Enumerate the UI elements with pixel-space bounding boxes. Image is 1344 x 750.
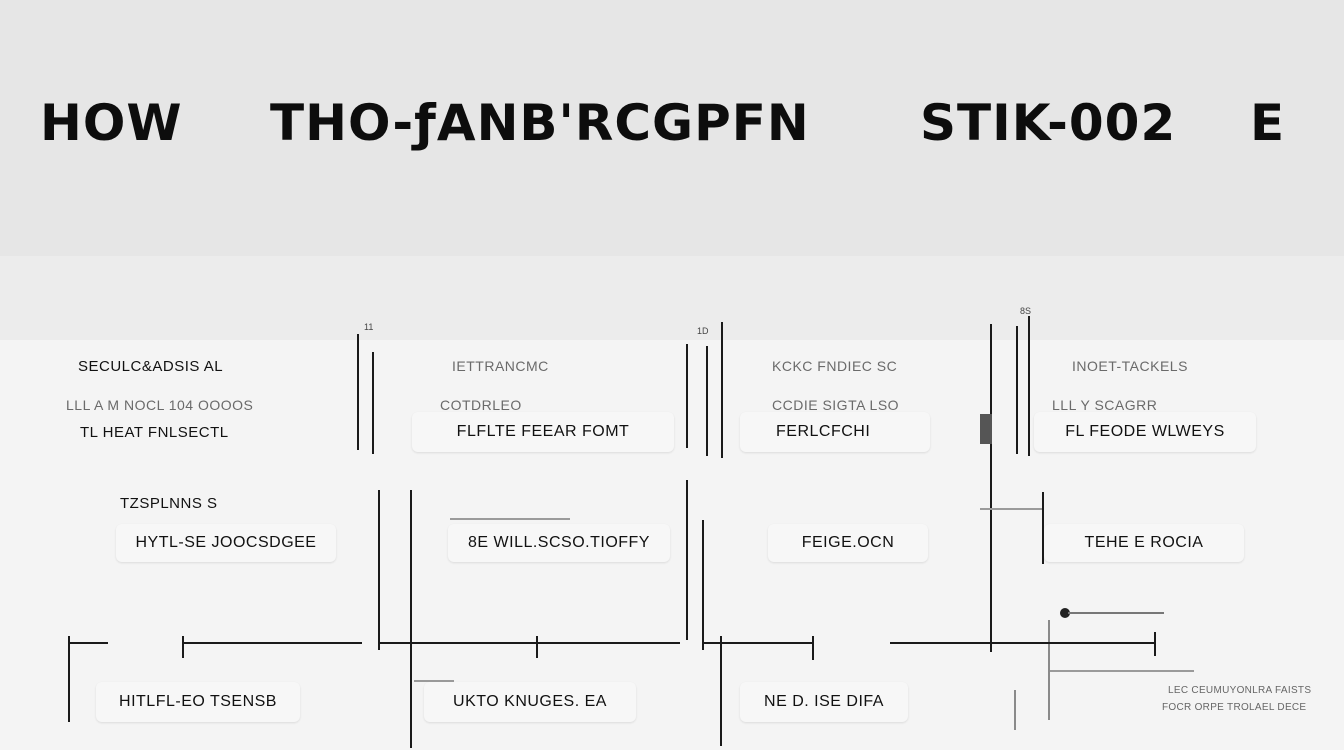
connector-line [686,480,688,640]
row-2-card-4-label: TEHE E ROCIA [1084,534,1204,551]
connector-line [1042,492,1044,564]
connector-line [380,642,680,644]
title-part-4: E [1250,94,1286,152]
row-2-card-2-label: 8E WILL.SCSO.TIOFFY [468,534,650,551]
page-title: HOW THO-ƒANB'RCGPFN STIK-002 E [40,88,1320,158]
row-2-card-1-label: HYTL-SE JOOCSDGEE [135,534,317,551]
title-part-3: STIK-002 [920,94,1177,152]
mid-band [0,256,1344,340]
row-2-label: TZSPLNNS S [120,495,218,512]
row-3-card-2: UKTO KNUGES. EA [424,682,636,722]
connector-line [182,636,184,658]
column-3-header: KCKC FNDIEC SC [772,358,898,374]
marker-label: 8S [1020,306,1032,316]
connector-line [68,636,70,722]
connector-line [410,490,412,748]
connector-line [372,352,374,454]
column-3-card-label: FERLCFCHI [776,423,871,440]
column-2-subheader: COTDRLEO [440,397,522,413]
connector-line [1068,612,1164,614]
connector-line [720,636,722,746]
title-part-1: HOW [40,94,183,152]
connector-line [536,636,538,658]
column-4-card: FL FEODE WLWEYS [1034,412,1256,452]
column-3-card: FERLCFCHI [740,412,930,452]
connector-line [706,346,708,456]
marker-label: 11 [364,322,374,332]
note-line-1: LEC CEUMUYONLRA FAISTS [1168,685,1312,696]
connector-line [990,324,992,454]
connector-block [980,414,992,444]
column-4-card-label: FL FEODE WLWEYS [1065,423,1225,440]
connector-line [414,680,454,682]
connector-line [450,518,570,520]
connector-line [68,642,108,644]
connector-line [1014,690,1016,730]
row-2-card-2: 8E WILL.SCSO.TIOFFY [448,524,670,562]
title-part-2: THO-ƒANB'RCGPFN [270,94,810,152]
connector-line [1048,620,1050,720]
connector-line [890,642,1154,644]
column-2-card-label: FLFLTE FEEAR FOMT [456,423,630,440]
connector-line [1016,326,1018,454]
row-3-card-3-label: NE D. ISE DIFA [764,693,884,710]
connector-line [357,334,359,450]
connector-line [182,642,362,644]
note-line-2: FOCR ORPE TROLAEL DECE [1162,702,1307,713]
connector-line [704,642,814,644]
row-2-card-1: HYTL-SE JOOCSDGEE [116,524,336,562]
connector-line [980,508,1042,510]
column-4-header: INOET-TACKELS [1072,358,1188,374]
row-3-card-3: NE D. ISE DIFA [740,682,908,722]
column-2-card: FLFLTE FEEAR FOMT [412,412,674,452]
header-band [0,0,1344,256]
column-3-subheader: CCDIE SIGTA LSO [772,397,900,413]
connector-line [812,636,814,660]
connector-line [1028,316,1030,456]
column-2-header: IETTRANCMC [452,358,549,374]
connector-line [721,322,723,458]
connector-line [702,520,704,650]
column-4-subheader: LLL Y SCAGRR [1052,397,1158,413]
marker-label: 1D [697,326,709,336]
connector-line [990,452,992,652]
connector-line [1154,632,1156,656]
row-3-card-1: HITLFL-EO TSENSB [96,682,300,722]
connector-line [1050,670,1194,672]
connector-node [1060,608,1070,618]
row-2-card-4: TEHE E ROCIA [1044,524,1244,562]
connector-line [378,490,380,650]
row-2-card-3-label: FEIGE.OCN [801,534,895,551]
row-2-card-3: FEIGE.OCN [768,524,928,562]
connector-line [686,344,688,448]
column-1-subheader: LLL A M NOCL 104 OOOOS [66,397,254,413]
column-1-detail: TL HEAT FNLSECTL [80,424,229,441]
column-1-header: SECULC&ADSIS AL [78,358,224,375]
row-3-card-1-label: HITLFL-EO TSENSB [119,693,277,710]
row-3-card-2-label: UKTO KNUGES. EA [453,693,607,710]
